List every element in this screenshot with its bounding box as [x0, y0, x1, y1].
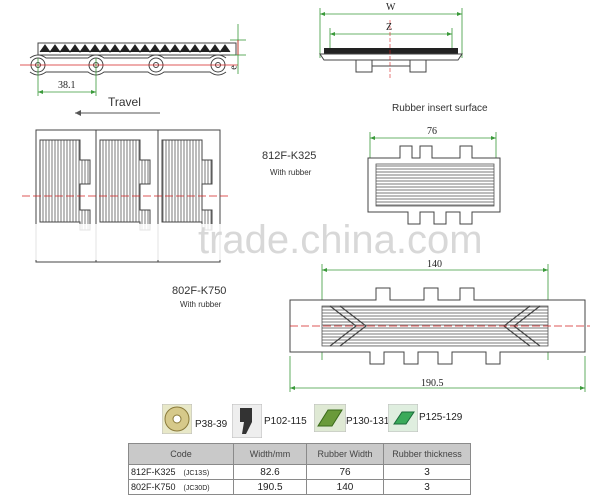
table-header-row: Code Width/mm Rubber Width Rubber thickn…: [128, 443, 471, 465]
row-thickness: 3: [383, 464, 471, 480]
chain-rubber-strip: [37, 42, 237, 56]
width-1905-dimension: 190.5: [421, 378, 444, 389]
part-guide-rail-label: P130-131: [346, 416, 390, 427]
table-row: 802F-K750(JC30D) 190.5 140 3: [128, 479, 471, 495]
header-rubber-thickness: Rubber thickness: [383, 443, 471, 465]
spec-table: Code Width/mm Rubber Width Rubber thickn…: [128, 443, 471, 495]
header-width: Width/mm: [233, 443, 307, 465]
width-76-dimension: 76: [427, 126, 437, 137]
sprocket-icon: [161, 403, 193, 435]
row-width: 190.5: [233, 479, 307, 495]
table-row: 812F-K325(JC13S) 82.6 76 3: [128, 464, 471, 480]
return-shoe-icon: [387, 403, 419, 433]
row-code: 802F-K750(JC30D): [128, 479, 234, 495]
width-140-dimension: 140: [427, 259, 442, 270]
rubber-insert-surface-label: Rubber insert surface: [392, 103, 488, 114]
part-guide-rail: [313, 403, 347, 433]
z-dimension: Z: [386, 22, 393, 33]
pitch-dimension: 38.1: [58, 80, 76, 91]
row-rubber-width: 76: [306, 464, 384, 480]
header-code: Code: [128, 443, 234, 465]
row-width: 82.6: [233, 464, 307, 480]
row-thickness: 3: [383, 479, 471, 495]
w-dimension: W: [386, 2, 396, 13]
row-rubber-width: 140: [306, 479, 384, 495]
travel-label: Travel: [108, 95, 141, 109]
model-b-label: 802F-K750: [172, 285, 227, 297]
part-return-shoe-label: P125-129: [419, 412, 463, 423]
part-sprocket-label: P38-39: [195, 419, 228, 430]
row-code: 812F-K325(JC13S): [128, 464, 234, 480]
part-wear-strip: [231, 403, 263, 439]
part-wear-strip-label: P102-115: [264, 416, 307, 427]
part-return-shoe: [387, 403, 419, 433]
model-a-sublabel: With rubber: [270, 168, 312, 177]
watermark: trade.china.com: [198, 218, 483, 262]
wear-strip-icon: [231, 403, 263, 439]
header-rubber-width: Rubber Width: [306, 443, 384, 465]
model-a-label: 812F-K325: [262, 150, 317, 162]
model-b-sublabel: With rubber: [180, 300, 222, 309]
guide-rail-icon: [313, 403, 347, 433]
part-sprocket: [161, 403, 193, 435]
